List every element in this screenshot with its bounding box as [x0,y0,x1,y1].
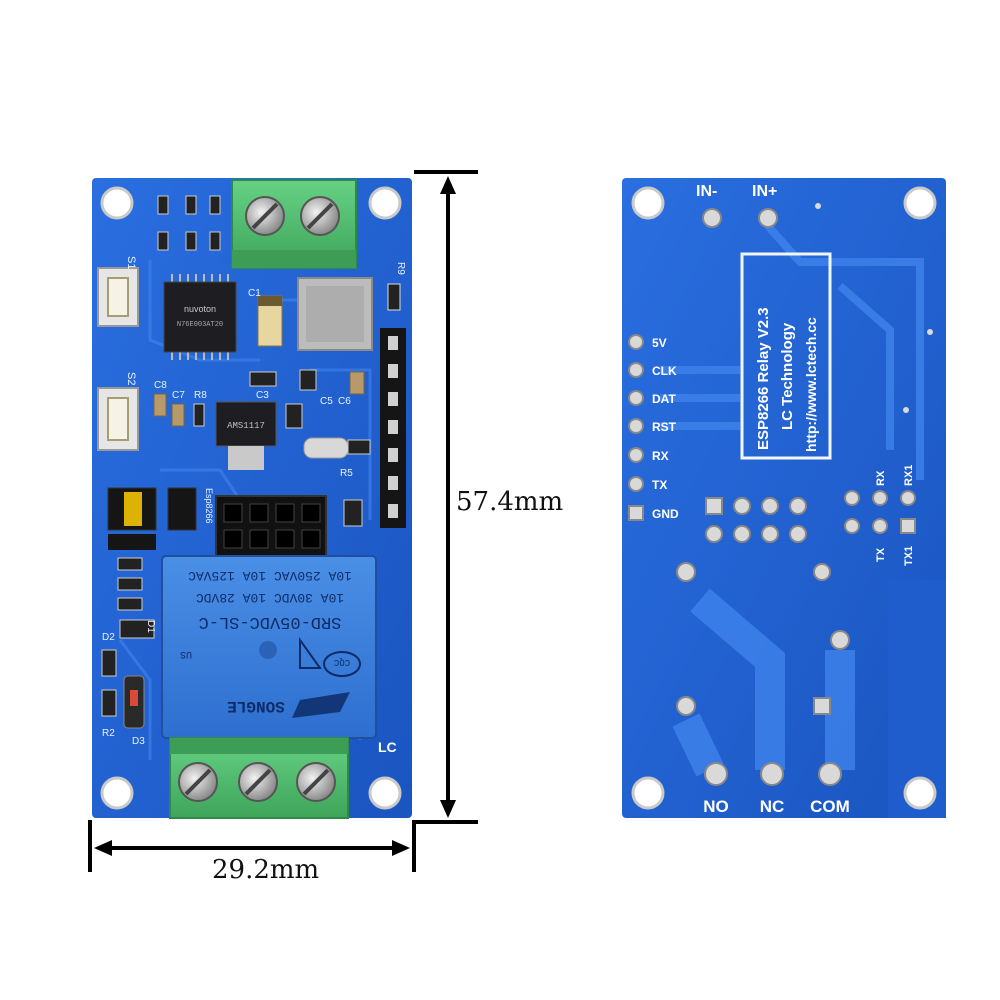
mcu-part: N76E003AT20 [177,321,223,329]
front-jumpers: Esp8266 [107,487,214,550]
label-r5: R5 [340,468,353,479]
back-title: ESP8266 Relay V2.3 [755,307,772,450]
back-serial-tx1: TX1 [903,546,915,566]
mcu-brand: nuvoton [184,304,216,314]
front-button-s1: S1 [97,256,139,327]
relay-cert: CQC [333,657,350,667]
label-r8: R8 [194,390,207,401]
label-s2: S2 [125,372,137,385]
dimension-height-label: 57.4mm [456,487,563,517]
label-r9: R9 [395,262,406,275]
back-terminal-pads [704,762,842,786]
label-c5: C5 [320,396,333,407]
front-terminal-bottom [169,737,349,819]
front-header-pins [380,328,406,528]
front-r1 [343,499,363,527]
back-hole-bl [631,776,665,810]
label-d2: D2 [102,632,115,643]
back-serial-rx1: RX1 [903,465,915,486]
front-board: S1 S2 nuvoton N76E003AT20 [92,178,412,819]
label-c8: C8 [154,380,167,391]
back-pad-in-plus [758,208,778,228]
label-esp8266: Esp8266 [204,488,214,524]
label-c1: C1 [248,288,261,299]
front-r8 [193,403,205,427]
back-pcb [622,178,946,818]
back-label-box [740,252,832,460]
back-traces [660,223,924,480]
label-c6: C6 [338,396,351,407]
back-pin-5v: 5V [652,336,667,350]
back-hole-tl [631,186,665,220]
label-r2: R2 [102,728,115,739]
back-pin-tx: TX [652,478,667,492]
back-serial-tx: TX [875,547,887,562]
back-terminal-no: NO [703,797,729,816]
back-website: http://www.lctech.cc [803,317,819,452]
label-d1: D1 [145,620,156,633]
label-c3: C3 [256,390,269,401]
back-company: LC Technology [779,322,796,430]
back-power-traces [672,588,855,777]
dimension-width [88,820,416,872]
back-label-in-minus: IN- [696,183,717,200]
relay-brand: SONGLE [227,697,285,715]
regulator-label: AMS1117 [227,421,265,431]
front-relay: SRD-05VDC-SL-C 10A 30VDC 10A 28VDC 10A 2… [161,555,377,739]
back-pad-in-minus [702,208,722,228]
front-esp-socket [215,495,327,557]
front-c3 [249,371,277,387]
relay-line1: 10A 30VDC 10A 28VDC [196,590,344,605]
front-left-parts [101,557,155,729]
front-transistor [299,369,317,391]
back-pin-clk: CLK [652,364,677,378]
back-hole-tr [903,186,937,220]
back-relay-pads [676,562,850,716]
label-c7: C7 [172,390,185,401]
front-hole-bl [100,776,134,810]
back-pin-dat: DAT [652,392,676,406]
label-d3: D3 [132,736,145,747]
dimension-height [414,170,478,824]
relay-us: US [180,648,192,659]
back-terminal-nc: NC [760,797,785,816]
label-lc: LC [378,739,397,755]
front-r5 [347,439,371,455]
front-hole-tr [368,186,402,220]
front-terminal-top [231,179,357,269]
back-serial-rx: RX [875,470,887,486]
front-c7 [171,403,185,427]
front-mcu: nuvoton N76E003AT20 [163,274,237,360]
back-pin-rx: RX [652,449,669,463]
back-vias [815,203,933,413]
front-c8 [153,393,167,417]
relay-line2: 10A 250VAC 10A 125VAC [188,568,352,583]
label-s1: S1 [125,256,137,269]
front-small-part [285,403,303,429]
front-r9 [387,283,401,311]
front-resistors-top [157,195,221,251]
front-crystal [303,437,349,459]
front-button-s2: S2 [97,372,139,451]
relay-model: SRD-05VDC-SL-C [199,612,342,631]
back-serial-pads [844,490,916,534]
front-hole-br [368,776,402,810]
back-terminal-com: COM [810,797,850,816]
back-pin-rst: RST [652,420,677,434]
back-pin-gnd: GND [652,507,679,521]
front-c6 [349,371,365,395]
dimension-width-label: 29.2mm [212,855,319,885]
front-regulator: AMS1117 [215,401,277,470]
back-pin-pads [628,334,644,521]
back-hole-br [903,776,937,810]
back-board: IN- IN+ ESP8266 Relay V2.3 LC Technology… [622,178,946,818]
back-label-in-plus: IN+ [752,183,777,200]
front-hole-tl [100,186,134,220]
back-socket-pads [705,497,807,543]
relay-brand-logo [292,692,350,718]
relay-triangle-mark [299,636,322,669]
